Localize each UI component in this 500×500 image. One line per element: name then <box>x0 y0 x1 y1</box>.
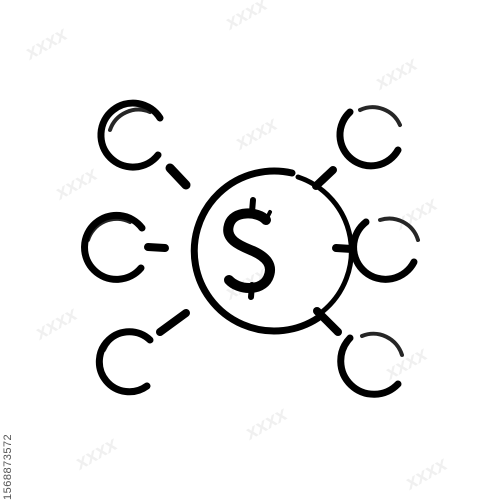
svg-text:xxxx: xxxx <box>31 303 82 345</box>
svg-text:xxxx: xxxx <box>381 343 432 385</box>
stock-id-text: 1568873572 <box>2 433 14 500</box>
node-middle-left <box>81 211 146 283</box>
svg-text:xxxx: xxxx <box>401 453 452 495</box>
node-bottom-right <box>337 334 402 398</box>
connector-bottom-left <box>156 309 190 336</box>
svg-text:xxxx: xxxx <box>51 163 102 205</box>
node-bottom-left <box>95 328 154 396</box>
node-top-right <box>336 108 402 170</box>
connectors <box>144 163 356 336</box>
dollar-sign-icon <box>223 197 275 300</box>
node-middle-right <box>350 218 418 283</box>
connector-bottom-right <box>313 307 342 336</box>
svg-text:xxxx: xxxx <box>241 403 292 445</box>
connector-top-left <box>165 163 191 190</box>
svg-text:xxxx: xxxx <box>391 193 442 235</box>
svg-text:xxxx: xxxx <box>221 0 272 35</box>
connector-top-right <box>312 166 337 190</box>
connector-middle-left <box>144 243 169 252</box>
connector-middle-right <box>332 244 356 253</box>
central-coin <box>190 167 354 335</box>
svg-text:xxxx: xxxx <box>371 53 422 95</box>
node-top-left <box>97 99 164 171</box>
coin-ring-left-arc <box>190 167 322 335</box>
svg-text:xxxx: xxxx <box>231 113 282 155</box>
svg-text:xxxx: xxxx <box>21 23 72 65</box>
brush-texture <box>86 105 420 357</box>
svg-text:xxxx: xxxx <box>71 433 122 475</box>
